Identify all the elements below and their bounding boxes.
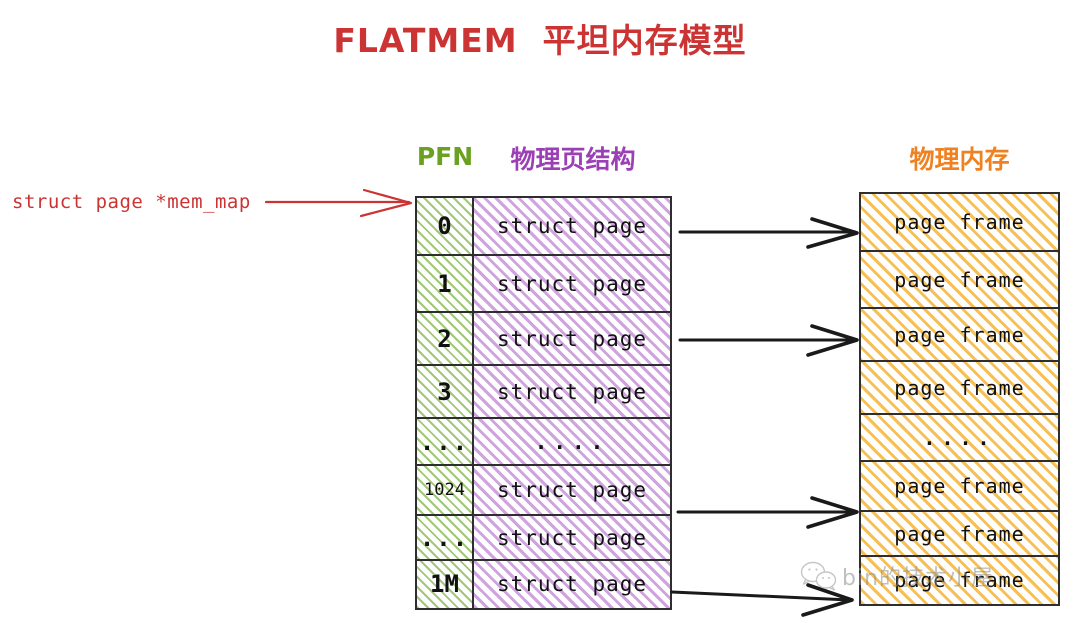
page-struct-cell: struct page xyxy=(474,516,670,561)
page-frame-cell: page frame xyxy=(861,309,1058,362)
page-frame-cell: page frame xyxy=(861,462,1058,512)
mem-map-table: 0 1 2 3 ... 1024 ... 1M struct page stru… xyxy=(415,196,672,610)
wechat-icon xyxy=(800,561,837,591)
caption-page-struct: 物理页结构 xyxy=(510,145,636,174)
pfn-cell: 1024 xyxy=(417,466,472,516)
pfn-column: 0 1 2 3 ... 1024 ... 1M xyxy=(417,198,474,608)
page-frame-cell: page frame xyxy=(861,194,1058,252)
mem-map-arrow xyxy=(264,188,413,218)
pfn-cell: 1M xyxy=(430,569,459,598)
page-struct-cell: struct page xyxy=(474,256,670,313)
page-frame-cell: page frame xyxy=(861,362,1058,415)
page-struct-cell: struct page xyxy=(474,466,670,516)
pfn-cell: ... xyxy=(417,516,472,561)
page-frame-cell: page frame xyxy=(894,567,1025,592)
pfn-cell: 0 xyxy=(417,198,472,256)
pfn-cell: ... xyxy=(417,419,472,466)
page-frame-cell: page frame xyxy=(861,252,1058,309)
page-struct-cell: struct page xyxy=(474,366,670,419)
pfn-cell: 1 xyxy=(417,256,472,313)
mem-map-pointer-label: struct page *mem_map xyxy=(12,191,251,213)
page-struct-cell: struct page xyxy=(474,198,670,256)
physical-memory-table: page frame page frame page frame page fr… xyxy=(859,192,1060,606)
page-struct-column: struct page struct page struct page stru… xyxy=(474,198,670,608)
pfn-cell: 2 xyxy=(417,313,472,366)
page-frame-cell: .... xyxy=(861,415,1058,462)
page-struct-cell: .... xyxy=(474,419,670,466)
page-title: FLATMEM 平坦内存模型 xyxy=(333,21,747,60)
caption-physical-memory: 物理内存 xyxy=(909,145,1010,174)
page-frame-cell: page frame xyxy=(861,512,1058,557)
watermark-text: bin的技术小屋 xyxy=(842,566,995,591)
watermark: bin的技术小屋 xyxy=(800,560,994,592)
mapping-arrow-3 xyxy=(676,496,859,529)
page-struct-cell: struct page xyxy=(474,313,670,366)
mapping-arrow-2 xyxy=(678,324,859,357)
caption-pfn: PFN xyxy=(416,142,474,171)
page-struct-cell: struct page xyxy=(496,571,648,596)
mapping-arrow-1 xyxy=(678,217,859,249)
pfn-cell: 3 xyxy=(417,366,472,419)
